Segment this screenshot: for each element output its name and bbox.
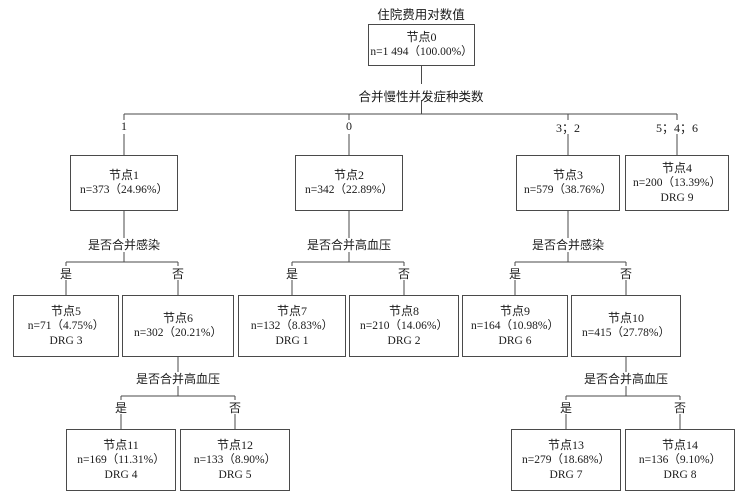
node-count: n=200（13.39%） <box>633 176 721 189</box>
node-name: 节点6 <box>162 310 193 325</box>
node-count: n=169（11.31%） <box>77 453 165 466</box>
node-drg: DRG 7 <box>549 468 583 481</box>
tree-node-node14[interactable]: 节点14 n=136（9.10%） DRG 8 <box>625 429 735 491</box>
node-name: 节点0 <box>406 29 437 44</box>
edge-label-node5: 是 <box>59 267 73 281</box>
node-count: n=279（18.68%） <box>522 453 610 466</box>
root-split-label: 合并慢性并发症种类数 <box>358 90 484 104</box>
edge-label-node6: 否 <box>171 267 185 281</box>
tree-node-node3[interactable]: 节点3 n=579（38.76%） <box>516 155 620 211</box>
edge-label-node14: 否 <box>673 401 687 415</box>
edge-label-node12: 否 <box>228 401 242 415</box>
node-count: n=71（4.75%） <box>27 319 105 332</box>
node-count: n=133（8.90%） <box>193 453 277 466</box>
node-count: n=132（8.83%） <box>250 319 334 332</box>
split-label-node10: 是否合并高血压 <box>583 372 669 386</box>
tree-node-node9[interactable]: 节点9 n=164（10.98%） DRG 6 <box>462 295 568 357</box>
node-drg: DRG 8 <box>663 468 697 481</box>
node-drg: DRG 2 <box>387 334 421 347</box>
edge-label-node3: 3；2 <box>555 121 581 135</box>
tree-node-node4[interactable]: 节点4 n=200（13.39%） DRG 9 <box>625 155 729 211</box>
node-name: 节点13 <box>547 437 584 452</box>
node-name: 节点10 <box>607 310 644 325</box>
tree-node-node2[interactable]: 节点2 n=342（22.89%） <box>295 155 403 211</box>
edge-label-node10: 否 <box>619 267 633 281</box>
node-count: n=136（9.10%） <box>638 453 722 466</box>
node-drg: DRG 6 <box>498 334 532 347</box>
tree-node-node12[interactable]: 节点12 n=133（8.90%） DRG 5 <box>180 429 290 491</box>
tree-node-node8[interactable]: 节点8 n=210（14.06%） DRG 2 <box>349 295 459 357</box>
node-name: 节点11 <box>103 437 139 452</box>
edge-label-node9: 是 <box>508 267 522 281</box>
edge-label-node7: 是 <box>285 267 299 281</box>
node-drg: DRG 4 <box>104 468 138 481</box>
tree-node-node7[interactable]: 节点7 n=132（8.83%） DRG 1 <box>238 295 346 357</box>
node-drg: DRG 5 <box>218 468 252 481</box>
edge-label-node2: 0 <box>346 119 352 133</box>
split-label-node2: 是否合并高血压 <box>306 238 392 252</box>
split-label-node1: 是否合并感染 <box>87 238 161 252</box>
node-name: 节点9 <box>499 303 530 318</box>
tree-node-node1[interactable]: 节点1 n=373（24.96%） <box>70 155 178 211</box>
node-count: n=415（27.78%） <box>582 327 670 340</box>
edge-label-node13: 是 <box>559 401 573 415</box>
node-count: n=1 494（100.00%） <box>370 46 473 59</box>
edge-label-node1: 1 <box>121 119 127 133</box>
tree-node-node0[interactable]: 节点0 n=1 494（100.00%） <box>368 24 475 66</box>
node-name: 节点7 <box>276 303 307 318</box>
node-count: n=579（38.76%） <box>524 184 612 197</box>
diagram-title: 住院费用对数值 <box>377 8 465 22</box>
node-count: n=342（22.89%） <box>305 184 393 197</box>
tree-node-node11[interactable]: 节点11 n=169（11.31%） DRG 4 <box>66 429 176 491</box>
tree-node-node6[interactable]: 节点6 n=302（20.21%） <box>122 295 234 357</box>
node-name: 节点8 <box>388 303 419 318</box>
edge-label-node11: 是 <box>114 401 128 415</box>
node-name: 节点2 <box>333 167 364 182</box>
node-name: 节点1 <box>108 167 139 182</box>
node-name: 节点4 <box>661 160 692 175</box>
split-label-node6: 是否合并高血压 <box>135 372 221 386</box>
node-name: 节点3 <box>552 167 583 182</box>
node-name: 节点5 <box>50 303 81 318</box>
node-name: 节点14 <box>661 437 698 452</box>
node-drg: DRG 1 <box>275 334 309 347</box>
node-drg: DRG 3 <box>49 334 83 347</box>
tree-node-node5[interactable]: 节点5 n=71（4.75%） DRG 3 <box>13 295 119 357</box>
tree-node-node10[interactable]: 节点10 n=415（27.78%） <box>571 295 681 357</box>
edge-label-node8: 否 <box>397 267 411 281</box>
node-drg: DRG 9 <box>660 191 694 204</box>
tree-node-node13[interactable]: 节点13 n=279（18.68%） DRG 7 <box>511 429 621 491</box>
node-count: n=210（14.06%） <box>360 319 448 332</box>
node-name: 节点12 <box>216 437 253 452</box>
node-count: n=373（24.96%） <box>80 184 168 197</box>
split-label-node3: 是否合并感染 <box>531 238 605 252</box>
node-count: n=164（10.98%） <box>471 319 559 332</box>
node-count: n=302（20.21%） <box>134 327 222 340</box>
edge-label-node4: 5；4；6 <box>655 121 699 135</box>
